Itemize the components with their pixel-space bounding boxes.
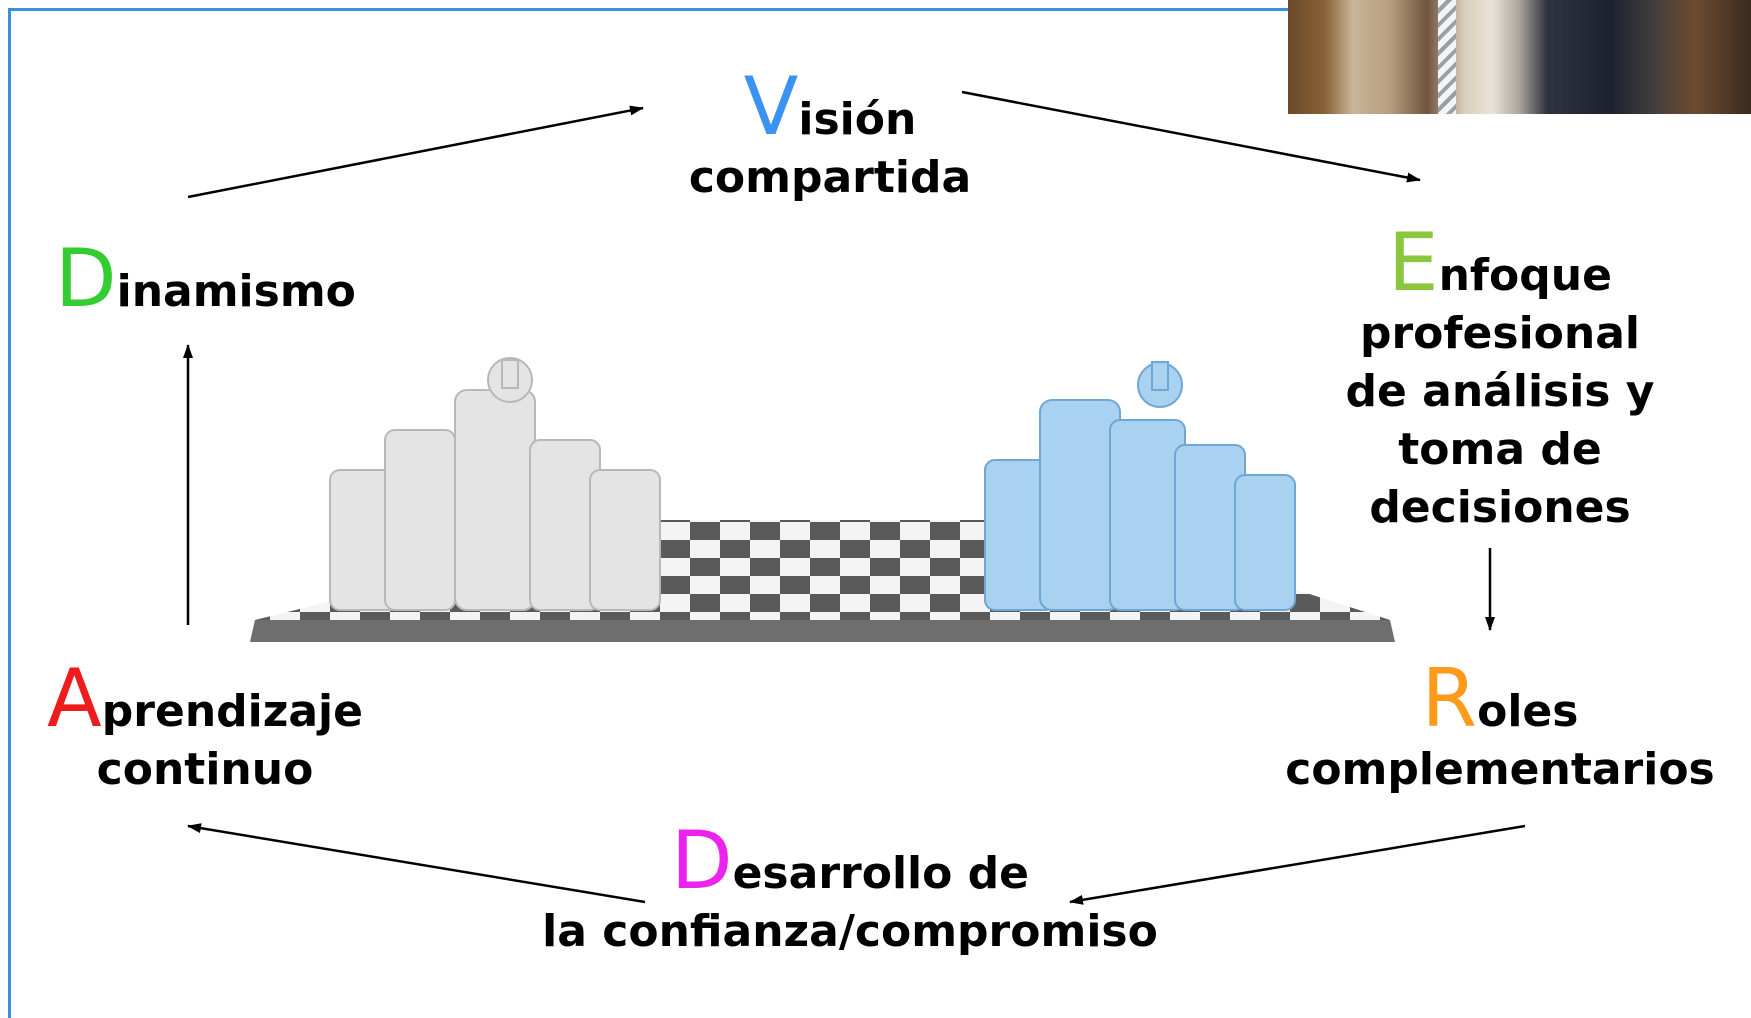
desarrollo-line2: la confianza/compromiso bbox=[542, 906, 1158, 957]
arrow-vision-to-enfoque bbox=[961, 90, 1421, 183]
initial-d-desarrollo: D bbox=[670, 814, 733, 907]
arrow-dinamismo-to-vision bbox=[187, 105, 644, 199]
people-photo bbox=[1288, 0, 1751, 114]
desarrollo-rest: esarrollo de bbox=[732, 848, 1029, 899]
node-roles: Roles complementarios bbox=[1260, 659, 1740, 799]
enfoque-rest: nfoque bbox=[1438, 250, 1612, 301]
initial-e: E bbox=[1388, 216, 1439, 309]
white-chess-pieces bbox=[329, 357, 661, 611]
node-desarrollo: Desarrollo de la confianza/compromiso bbox=[500, 821, 1200, 961]
enfoque-line4: toma de bbox=[1398, 424, 1602, 475]
initial-r: R bbox=[1421, 652, 1478, 745]
chess-board-illustration bbox=[250, 357, 1395, 642]
node-enfoque: Enfoque profesional de análisis y toma d… bbox=[1330, 223, 1670, 537]
initial-v: V bbox=[743, 60, 799, 153]
arrow-roles-to-desarrollo bbox=[1069, 824, 1526, 905]
dinamismo-rest: inamismo bbox=[116, 266, 356, 317]
node-aprendizaje: Aprendizaje continuo bbox=[30, 659, 380, 799]
slide-frame bbox=[8, 8, 1748, 1018]
roles-rest: oles bbox=[1477, 686, 1579, 737]
chessboard-edge bbox=[250, 620, 1395, 642]
aprendizaje-line2: continuo bbox=[96, 744, 314, 795]
enfoque-line2: profesional bbox=[1359, 308, 1640, 359]
arrow-desarrollo-to-aprendizaje bbox=[187, 823, 646, 904]
vision-line2: compartida bbox=[688, 152, 972, 203]
node-dinamismo: Dinamismo bbox=[55, 239, 385, 321]
aprendizaje-rest: prendizaje bbox=[101, 686, 363, 737]
vision-rest: isión bbox=[798, 94, 917, 145]
initial-a: A bbox=[47, 652, 102, 745]
initial-d-dinamismo: D bbox=[55, 232, 117, 325]
blue-chess-pieces bbox=[984, 361, 1296, 611]
enfoque-line5: decisiones bbox=[1369, 482, 1631, 533]
roles-line2: complementarios bbox=[1285, 744, 1715, 795]
node-vision: Visión compartida bbox=[660, 67, 1000, 207]
enfoque-line3: de análisis y bbox=[1345, 366, 1655, 417]
